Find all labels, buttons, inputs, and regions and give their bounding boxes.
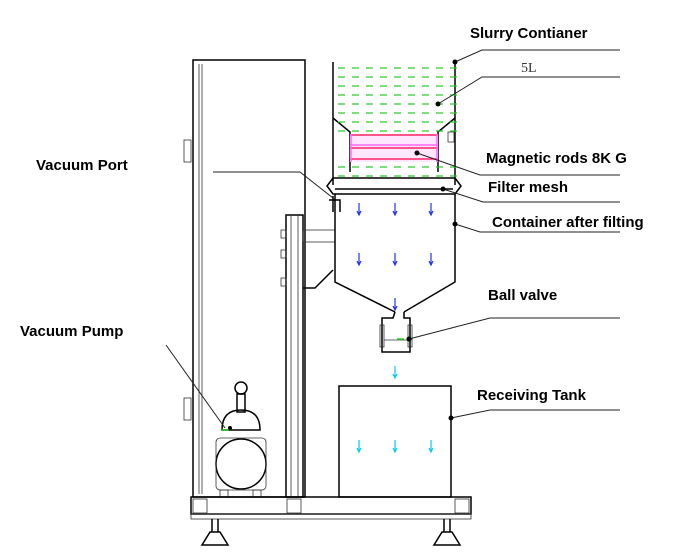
leader-filter-mesh: [442, 188, 620, 203]
base-frame: [190, 496, 472, 546]
flow-arrow-icon: [392, 253, 398, 267]
label-magnetic-rods: Magnetic rods 8K G: [486, 150, 627, 167]
flow-arrows: [356, 203, 434, 454]
container-after-filtering: [329, 194, 456, 313]
support-column: [280, 214, 336, 498]
flow-arrow-icon: [392, 298, 398, 312]
ball-valve: [379, 311, 413, 353]
label-ball-valve: Ball valve: [488, 287, 557, 304]
flow-arrow-icon: [392, 366, 398, 380]
cabinet: [183, 59, 306, 498]
label-volume: 5L: [521, 61, 537, 76]
hinge-top: [183, 139, 192, 163]
label-slurry-container: Slurry Contianer: [470, 25, 588, 42]
vacuum-port: [329, 196, 341, 212]
flow-arrow-icon: [428, 253, 434, 267]
label-vacuum-port: Vacuum Port: [36, 157, 128, 174]
leader-magnetic-rods: [416, 152, 620, 176]
flow-arrow-icon: [428, 203, 434, 217]
flow-arrow-icon: [392, 203, 398, 217]
leader-volume: [437, 76, 620, 105]
flow-arrow-icon: [392, 440, 398, 454]
foot-left: [200, 519, 230, 546]
leader-vacuum-port: [213, 171, 334, 199]
leader-ball-valve: [408, 317, 620, 340]
leader-vacuum-pump: [165, 344, 226, 429]
label-vacuum-pump: Vacuum Pump: [20, 323, 123, 340]
leader-container-after: [454, 223, 620, 233]
flow-arrow-icon: [356, 253, 362, 267]
flow-arrow-icon: [356, 440, 362, 454]
hinge-bottom: [183, 397, 192, 421]
leader-slurry-container: [454, 49, 620, 63]
leader-receiving-tank: [450, 409, 620, 419]
flow-arrow-icon: [428, 440, 434, 454]
foot-right: [432, 519, 462, 546]
label-container-after: Container after filting: [492, 214, 644, 231]
filter-mesh: [326, 177, 462, 195]
label-filter-mesh: Filter mesh: [488, 179, 568, 196]
vacuum-pump: [215, 381, 267, 498]
label-receiving-tank: Receiving Tank: [477, 387, 587, 404]
slurry-container: [332, 62, 457, 185]
magnetic-rods: [350, 134, 438, 162]
flow-arrow-icon: [356, 203, 362, 217]
